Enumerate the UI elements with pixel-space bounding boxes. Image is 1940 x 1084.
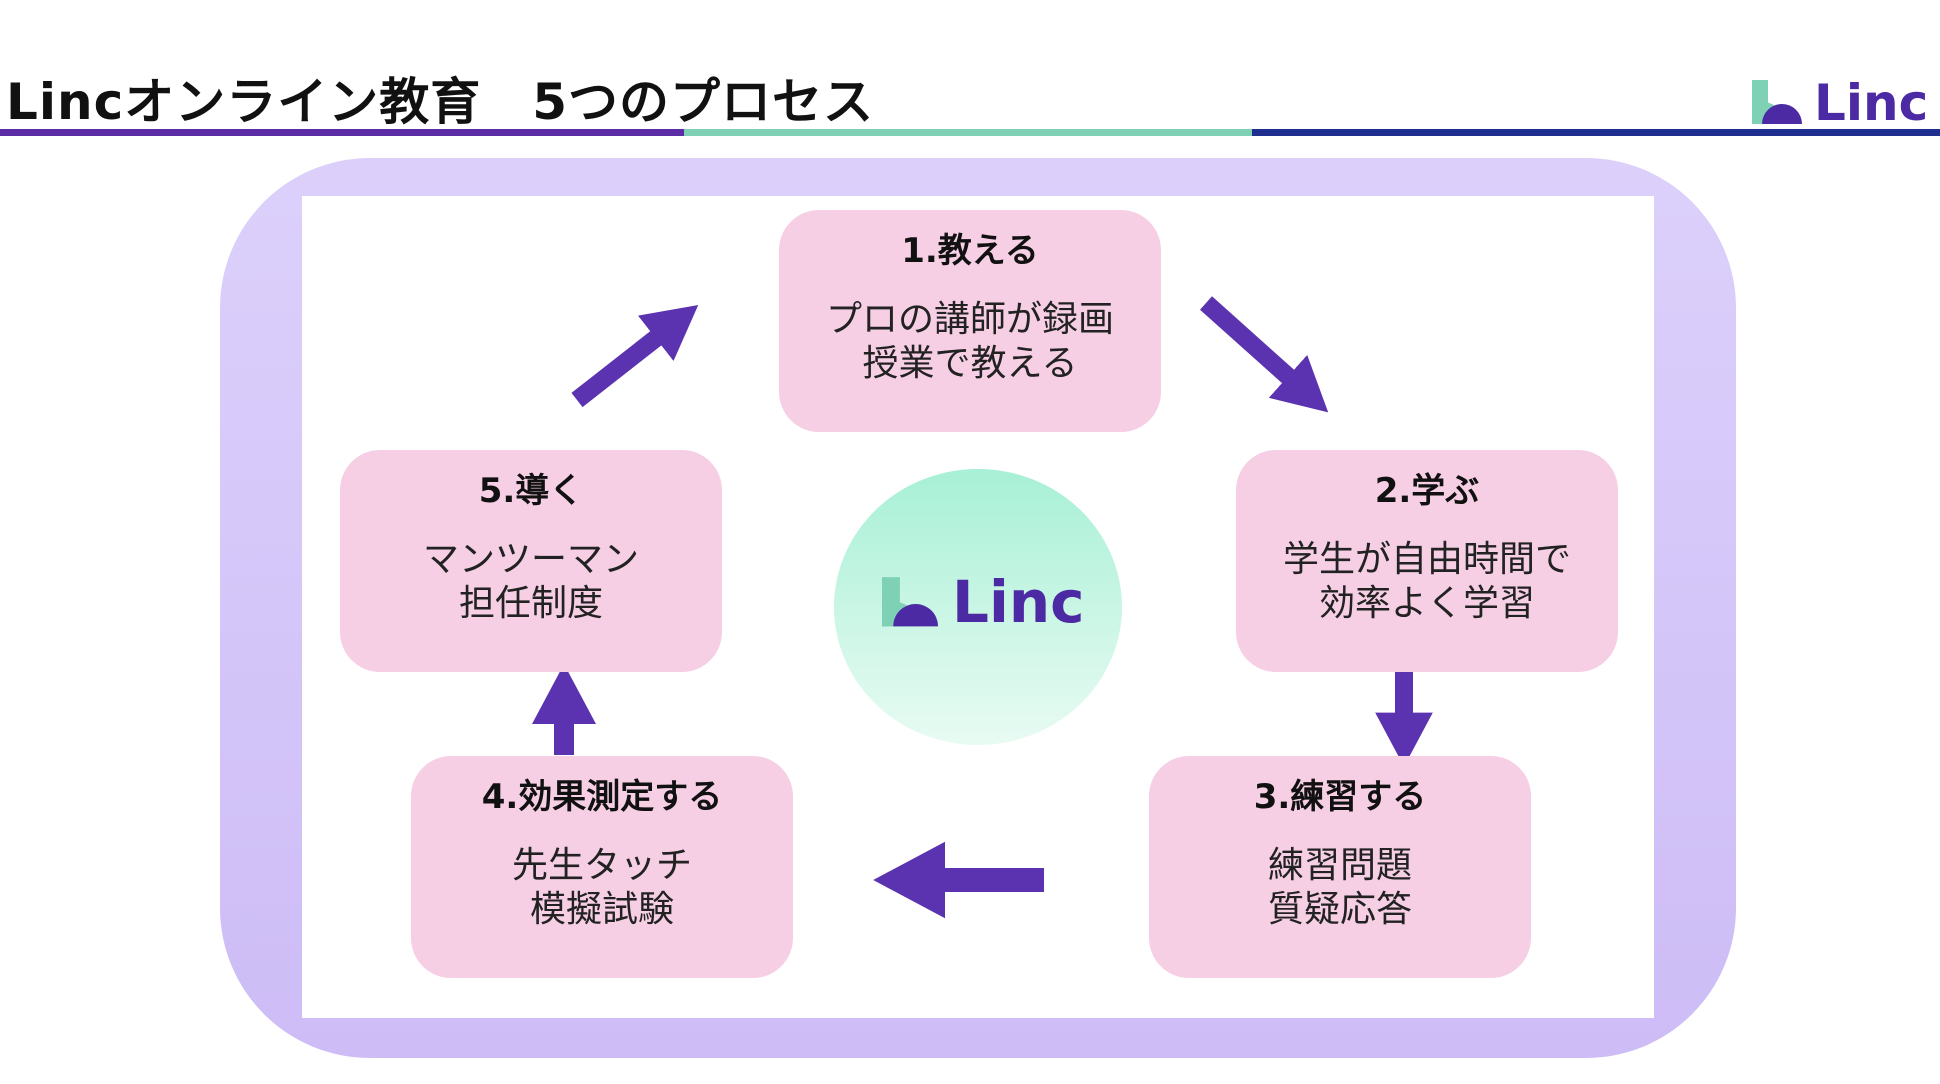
center-logo: Linc [882,568,1102,642]
arrow-1-to-2 [1199,296,1329,413]
center-brand-name: Linc [952,568,1085,636]
step-description-line: 練習問題 [1267,845,1412,886]
process-step-3: 3.練習する 練習問題 質疑応答 [1149,756,1531,978]
page-title: Lincオンライン教育 5つのプロセス [6,73,875,131]
process-step-5: 5.導く マンツーマン 担任制度 [340,450,722,672]
step-description-line: 先生タッチ [511,845,692,886]
title-underline-teal [684,129,1252,136]
step-description-line: 効率よく学習 [1318,583,1535,624]
step-title: 5.導く [478,471,584,511]
step-title: 4.効果測定する [481,777,723,817]
process-step-4: 4.効果測定する 先生タッチ 模擬試験 [411,756,793,978]
brand-logo: Linc [1752,74,1928,132]
linc-mark-icon [1752,80,1802,124]
title-underline-purple [0,129,684,136]
brand-name: Linc [1814,74,1929,132]
step-title: 1.教える [901,231,1039,271]
step-description-line: 学生が自由時間で [1282,539,1571,580]
step-description-line: 担任制度 [458,583,603,624]
step-description-line: マンツーマン [422,539,639,580]
step-description-line: プロの講師が録画 [825,299,1114,340]
linc-mark-icon [882,577,938,627]
process-step-1: 1.教える プロの講師が録画 授業で教える [779,210,1161,432]
title-underline-navy [1252,129,1940,136]
arrow-5-to-1 [571,305,699,408]
step-description-line: 質疑応答 [1267,889,1412,930]
step-title: 2.学ぶ [1374,471,1480,511]
process-step-2: 2.学ぶ 学生が自由時間で 効率よく学習 [1236,450,1618,672]
step-description-line: 模擬試験 [529,889,674,930]
step-title: 3.練習する [1253,777,1427,817]
step-description-line: 授業で教える [862,343,1078,384]
